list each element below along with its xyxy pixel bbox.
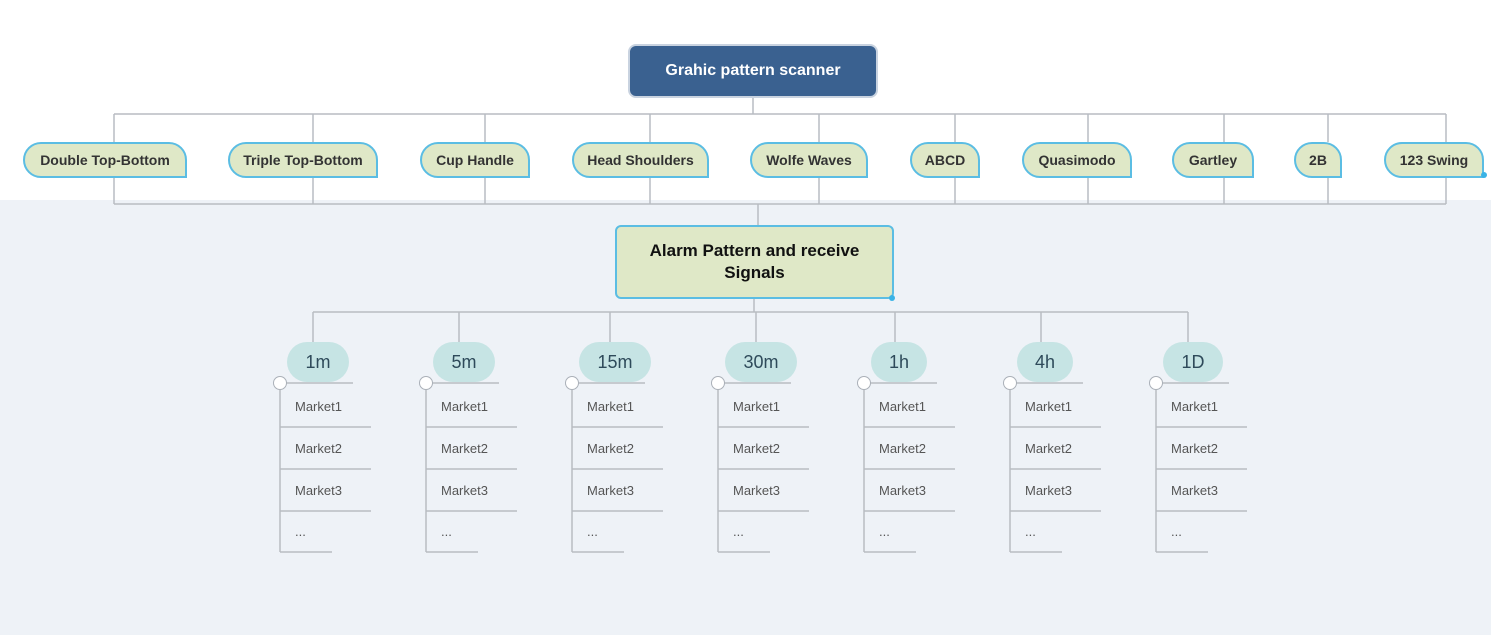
market-item[interactable]: Market1 [295, 399, 342, 414]
market-item[interactable]: ... [587, 524, 598, 539]
market-item[interactable]: Market2 [1025, 441, 1072, 456]
pattern-node-label: Wolfe Waves [766, 152, 852, 168]
market-item[interactable]: Market3 [587, 483, 634, 498]
market-item[interactable]: Market1 [879, 399, 926, 414]
market-item[interactable]: ... [295, 524, 306, 539]
market-item[interactable]: Market1 [733, 399, 780, 414]
alarm-node-label: Alarm Pattern and receive Signals [649, 241, 860, 282]
market-item[interactable]: Market3 [441, 483, 488, 498]
timeframe-node[interactable]: 30m [725, 342, 797, 382]
pattern-node[interactable]: Double Top-Bottom [23, 142, 187, 178]
market-item[interactable]: Market3 [295, 483, 342, 498]
alarm-node[interactable]: Alarm Pattern and receive Signals [615, 225, 894, 299]
market-item[interactable]: Market1 [1171, 399, 1218, 414]
collapse-toggle-icon[interactable] [857, 376, 871, 390]
market-item[interactable]: ... [1171, 524, 1182, 539]
pattern-node-label: Quasimodo [1038, 152, 1116, 168]
pattern-node-label: ABCD [924, 152, 966, 168]
root-node-label: Grahic pattern scanner [665, 62, 841, 79]
collapse-toggle-icon[interactable] [711, 376, 725, 390]
timeframe-label: 15m [597, 351, 633, 372]
pattern-node-label: Double Top-Bottom [40, 152, 170, 168]
market-item[interactable]: ... [733, 524, 744, 539]
pattern-node-label: Cup Handle [436, 152, 514, 168]
collapse-toggle-icon[interactable] [419, 376, 433, 390]
pattern-node-label: 123 Swing [1399, 152, 1469, 168]
pattern-node[interactable]: Gartley [1172, 142, 1254, 178]
market-item[interactable]: Market3 [1025, 483, 1072, 498]
collapse-toggle-icon[interactable] [1149, 376, 1163, 390]
pattern-node[interactable]: Wolfe Waves [750, 142, 868, 178]
market-item[interactable]: ... [441, 524, 452, 539]
market-item[interactable]: ... [1025, 524, 1036, 539]
pattern-node[interactable]: 2B [1294, 142, 1342, 178]
pattern-node[interactable]: 123 Swing [1384, 142, 1484, 178]
timeframe-label: 30m [743, 351, 779, 372]
pattern-node-label: Gartley [1188, 152, 1238, 168]
market-item[interactable]: ... [879, 524, 890, 539]
market-item[interactable]: Market2 [1171, 441, 1218, 456]
market-item[interactable]: Market2 [879, 441, 926, 456]
market-item[interactable]: Market2 [295, 441, 342, 456]
timeframe-label: 5m [451, 351, 477, 372]
timeframe-node[interactable]: 15m [579, 342, 651, 382]
timeframe-label: 1m [305, 351, 331, 372]
market-item[interactable]: Market1 [587, 399, 634, 414]
market-item[interactable]: Market2 [733, 441, 780, 456]
market-item[interactable]: Market2 [441, 441, 488, 456]
pattern-node-label: Triple Top-Bottom [243, 152, 363, 168]
pattern-node-anchor-dot [1481, 172, 1487, 178]
timeframe-label: 4h [1034, 351, 1056, 372]
pattern-node[interactable]: Quasimodo [1022, 142, 1132, 178]
timeframe-node[interactable]: 1m [287, 342, 349, 382]
alarm-node-anchor-dot [889, 295, 895, 301]
market-item[interactable]: Market2 [587, 441, 634, 456]
pattern-node[interactable]: Head Shoulders [572, 142, 709, 178]
timeframe-label: 1h [888, 351, 910, 372]
market-item[interactable]: Market3 [733, 483, 780, 498]
timeframe-label: 1D [1181, 351, 1205, 372]
root-node[interactable]: Grahic pattern scanner [628, 44, 878, 98]
timeframe-node[interactable]: 1h [871, 342, 927, 382]
pattern-node[interactable]: Triple Top-Bottom [228, 142, 378, 178]
collapse-toggle-icon[interactable] [1003, 376, 1017, 390]
pattern-node-label: Head Shoulders [587, 152, 694, 168]
market-item[interactable]: Market3 [879, 483, 926, 498]
market-item[interactable]: Market3 [1171, 483, 1218, 498]
market-item[interactable]: Market1 [441, 399, 488, 414]
timeframe-node[interactable]: 5m [433, 342, 495, 382]
pattern-node-label: 2B [1309, 152, 1327, 168]
collapse-toggle-icon[interactable] [273, 376, 287, 390]
market-item[interactable]: Market1 [1025, 399, 1072, 414]
timeframe-node[interactable]: 4h [1017, 342, 1073, 382]
pattern-node[interactable]: Cup Handle [420, 142, 530, 178]
pattern-node[interactable]: ABCD [910, 142, 980, 178]
collapse-toggle-icon[interactable] [565, 376, 579, 390]
timeframe-node[interactable]: 1D [1163, 342, 1223, 382]
